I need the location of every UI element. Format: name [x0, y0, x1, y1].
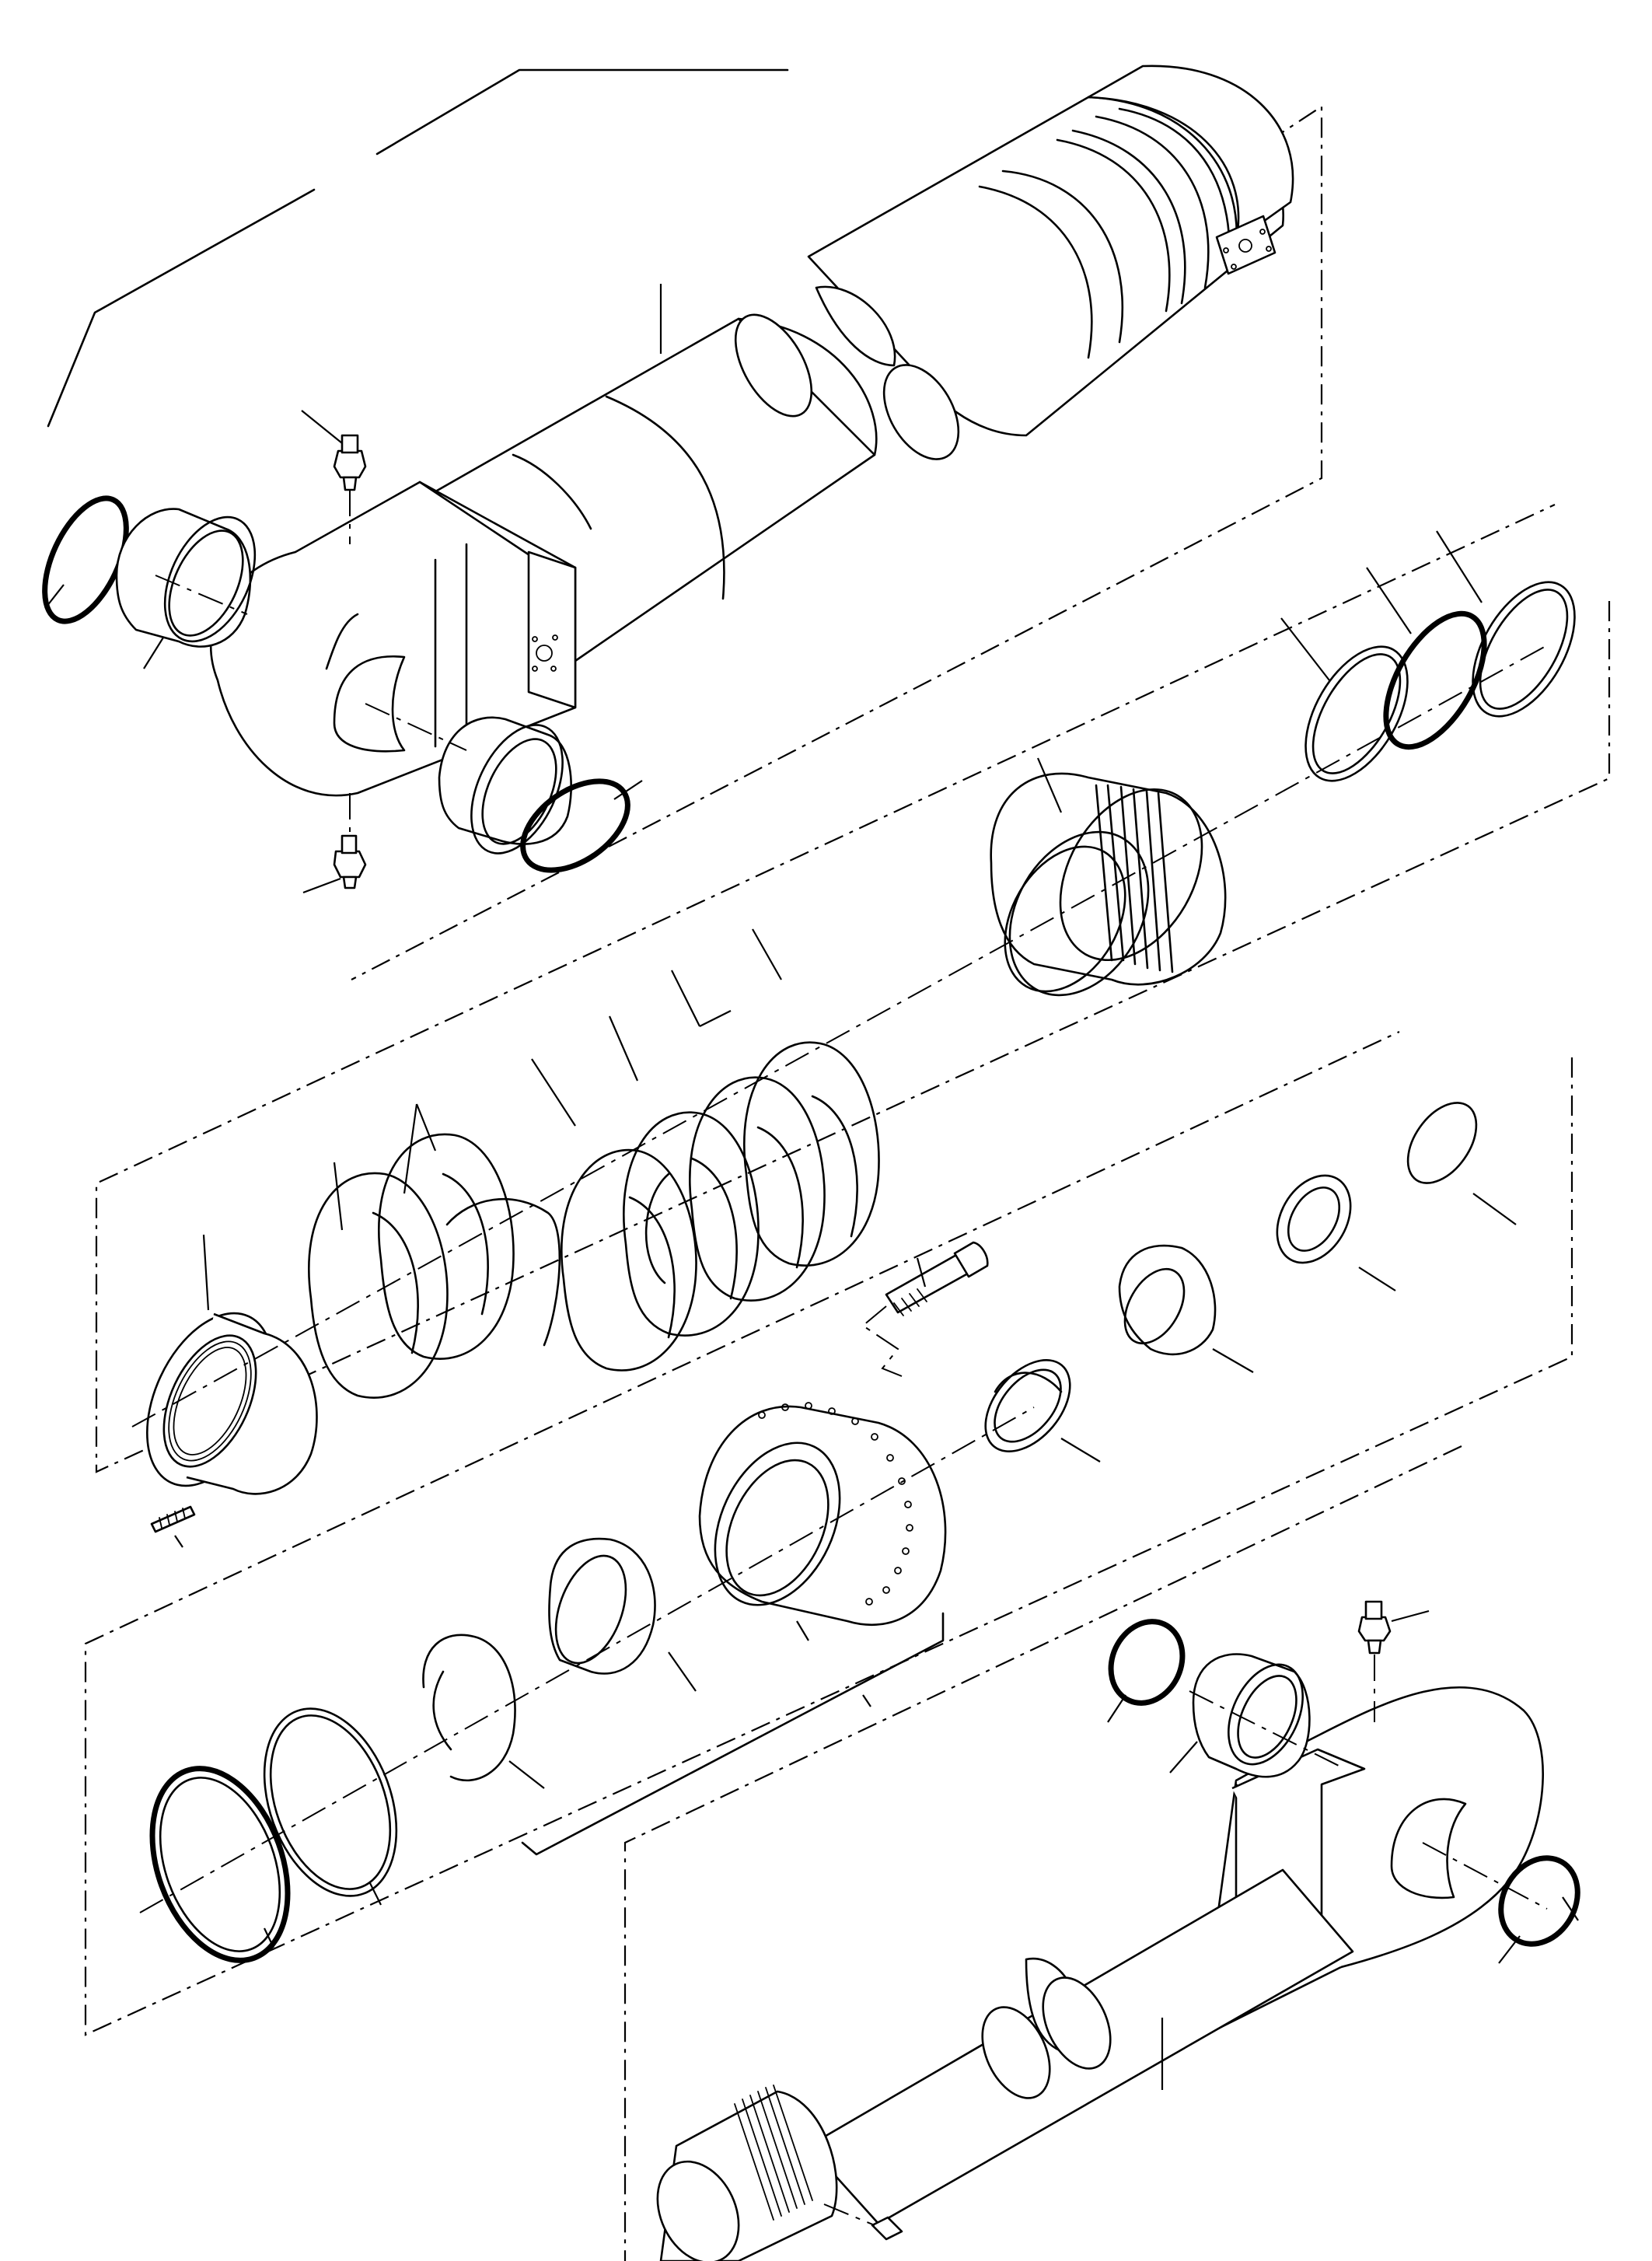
rod-bushing: [1169, 1653, 1311, 1778]
assembly-boundaries: [84, 104, 1611, 2261]
piston: [698, 1402, 947, 1641]
cushion-ring: [1276, 1102, 1517, 1291]
bolt: [861, 1241, 989, 1377]
tube-bushing: [115, 508, 257, 669]
piston-wear-rings: [378, 1103, 561, 1360]
cylinder-tube: [209, 65, 1294, 797]
tube-dust-seal-right: [520, 778, 643, 873]
cylinder-head: [990, 757, 1227, 997]
buffer-ring: [689, 928, 826, 1302]
collar: [984, 1359, 1101, 1462]
piston-nut: [146, 1234, 318, 1495]
rod-dust-seal-right: [1498, 1855, 1580, 1964]
tube-dust-seal-left: [42, 495, 129, 624]
cushion-plunger: [1118, 1244, 1254, 1373]
piston-rod: [656, 1686, 1544, 2261]
key: [823, 2203, 903, 2241]
piston-group-bracket: [521, 1612, 945, 1856]
set-screw: [150, 1505, 196, 1548]
assembly-bracket-lines: [47, 68, 789, 428]
head-backup-ring: [1280, 617, 1409, 782]
wear-ring: [608, 1015, 760, 1337]
rod-dust-seal: [1107, 1619, 1186, 1723]
head-o-ring: [1366, 567, 1487, 750]
rod-packing: [531, 1058, 697, 1372]
piston-ring: [308, 1162, 449, 1399]
grease-fitting-bottom: [302, 793, 367, 894]
dust-seal: [671, 970, 880, 1267]
lower-ring-set: [149, 1537, 697, 1963]
grease-fitting-top: [301, 410, 367, 544]
rod-grease-fitting: [1357, 1600, 1430, 1722]
tube-bushing-right: [438, 716, 572, 854]
head-snap-ring: [1436, 530, 1576, 718]
